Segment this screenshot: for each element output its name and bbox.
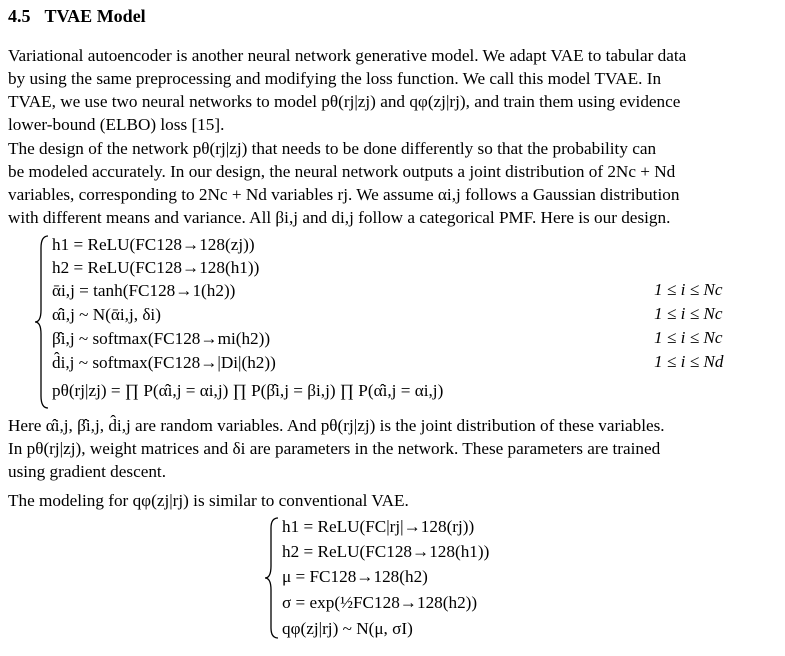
left-brace-icon [264,517,279,639]
text-line: with different means and variance. All β… [8,208,671,227]
section-heading: 4.5 TVAE Model [8,6,146,27]
text-line: The modeling for qφ(zj|rj) is similar to… [8,491,409,510]
equation-row: h2 = ReLU(FC128→128(h1)) [282,542,490,561]
text-line: using gradient descent. [8,462,166,481]
equation-row: μ = FC128→128(h2) [282,567,428,586]
text-line: lower-bound (ELBO) loss [15]. [8,115,225,134]
text-line: The design of the network pθ(rj|zj) that… [8,139,657,158]
equation-row: σ = exp(½FC128→128(h2)) [282,593,478,612]
text-line: TVAE, we use two neural networks to mode… [8,92,681,111]
equation-row: α̂i,j ~ N(ᾱi,j, δi) [52,305,161,324]
text-line: Here α̂i,j, β̂i,j, d̂i,j are random vari… [8,416,665,435]
equation-condition: 1 ≤ i ≤ Nc [654,304,723,323]
equation-row: pθ(rj|zj) = ∏ P(α̂i,j = αi,j) ∏ P(β̂i,j … [52,381,444,400]
paragraph-intro: Variational autoencoder is another neura… [8,44,772,136]
text-line: In pθ(rj|zj), weight matrices and δi are… [8,439,661,458]
text-line: variables, corresponding to 2Nc + Nd var… [8,185,680,204]
equation-condition: 1 ≤ i ≤ Nc [654,280,723,299]
equation-row: h1 = ReLU(FC|rj|→128(rj)) [282,517,475,536]
equation-decoder: h1 = ReLU(FC128→128(zj)) h2 = ReLU(FC128… [34,234,774,412]
section-title: TVAE Model [44,6,146,26]
text-line: by using the same preprocessing and modi… [8,69,662,88]
paragraph-variables: Here α̂i,j, β̂i,j, d̂i,j are random vari… [8,414,772,483]
equation-row: h1 = ReLU(FC128→128(zj)) [52,235,255,254]
equation-row: β̂i,j ~ softmax(FC128→mi(h2)) [52,329,271,348]
paragraph-encoder: The modeling for qφ(zj|rj) is similar to… [8,489,772,512]
equation-row: d̂i,j ~ softmax(FC128→|Di|(h2)) [52,353,276,372]
equation-encoder: h1 = ReLU(FC|rj|→128(rj)) h2 = ReLU(FC12… [264,516,564,642]
section-number: 4.5 [8,6,31,26]
equation-row: h2 = ReLU(FC128→128(h1)) [52,258,260,277]
equation-condition: 1 ≤ i ≤ Nd [654,352,724,371]
equation-condition: 1 ≤ i ≤ Nc [654,328,723,347]
left-brace-icon [34,235,49,409]
text-line: be modeled accurately. In our design, th… [8,162,676,181]
text-line: Variational autoencoder is another neura… [8,46,687,65]
equation-row: ᾱi,j = tanh(FC128→1(h2)) [52,281,236,300]
paragraph-design: The design of the network pθ(rj|zj) that… [8,137,772,229]
equation-row: qφ(zj|rj) ~ N(μ, σI) [282,619,413,638]
